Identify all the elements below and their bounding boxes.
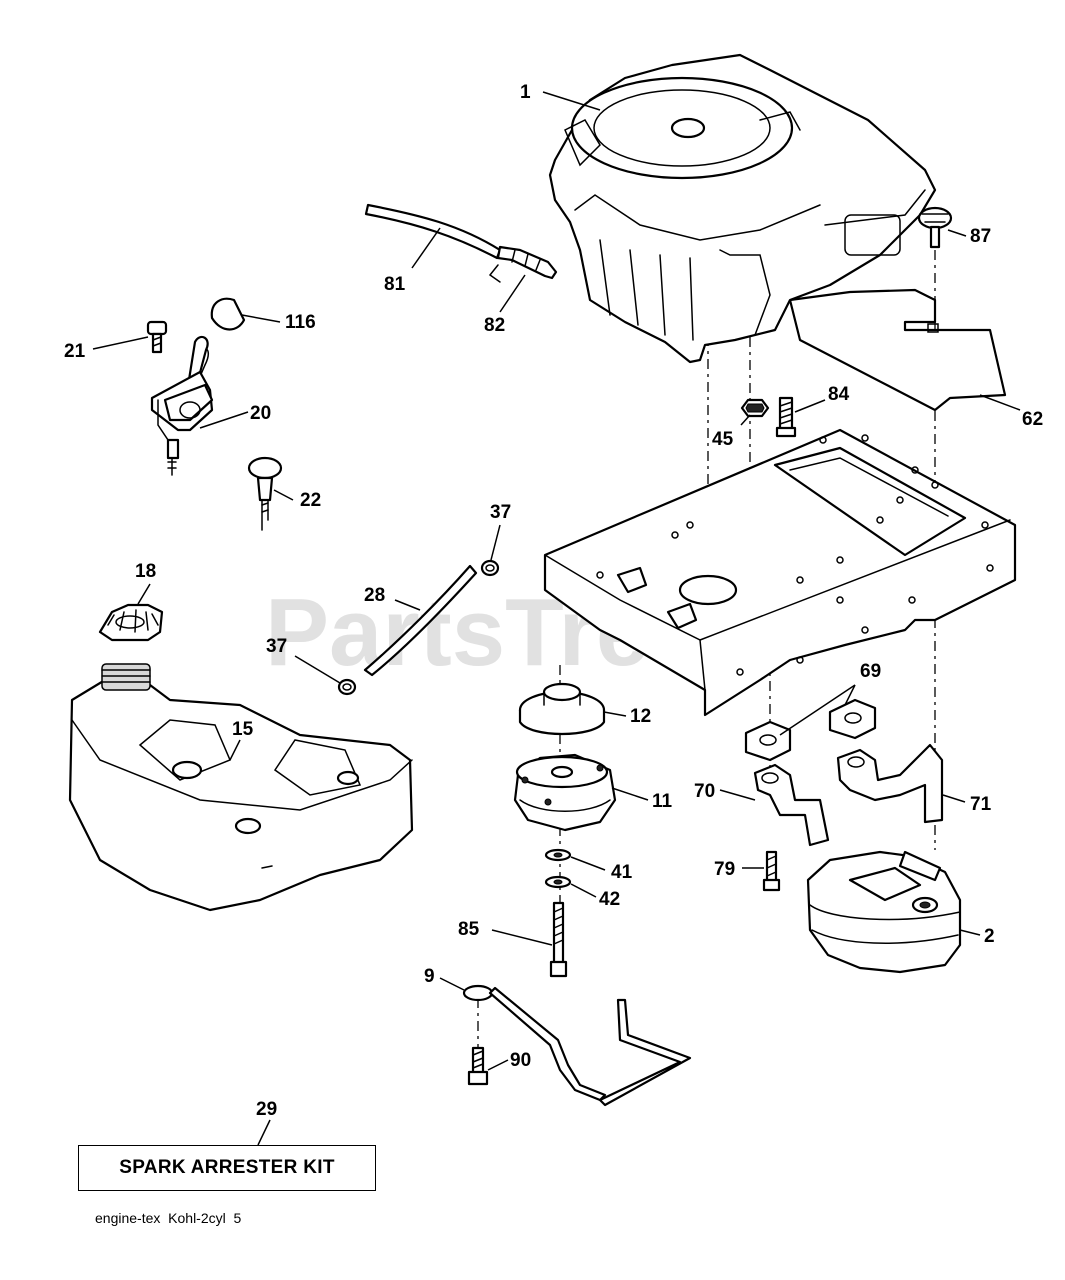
callout-1: 1 <box>520 82 531 103</box>
callout-81: 81 <box>384 274 406 295</box>
part-knob-116 <box>210 297 246 331</box>
part-electric-clutch <box>513 753 617 832</box>
part-fuel-filter <box>488 245 558 283</box>
part-pulley <box>518 682 606 736</box>
part-throttle-control <box>150 335 214 476</box>
callout-20: 20 <box>250 403 271 424</box>
part-hose-clamp-upper <box>480 559 500 577</box>
part-knob-bolt <box>917 206 953 249</box>
callout-41: 41 <box>611 862 633 883</box>
part-hose-clamp-lower <box>337 678 357 696</box>
callout-42: 42 <box>599 889 620 910</box>
part-nut <box>740 398 770 418</box>
part-washer-41 <box>544 848 572 862</box>
spark-arrester-kit-label: SPARK ARRESTER KIT <box>119 1157 335 1178</box>
part-exhaust-pipe-71 <box>836 743 944 824</box>
callout-116: 116 <box>285 312 316 333</box>
part-fuel-cap <box>98 603 164 642</box>
callout-82: 82 <box>484 315 505 336</box>
callout-71: 71 <box>970 794 992 815</box>
part-chassis-frame <box>543 428 1017 717</box>
callout-37-upper: 37 <box>490 502 511 523</box>
spark-arrester-kit-box: SPARK ARRESTER KIT <box>78 1145 376 1191</box>
part-exhaust-pipe-70 <box>753 763 830 847</box>
callout-37-lower: 37 <box>266 636 287 657</box>
callout-84: 84 <box>828 384 850 405</box>
callout-15: 15 <box>232 719 254 740</box>
part-fuel-tank <box>68 663 414 912</box>
callout-79: 79 <box>714 859 735 880</box>
part-fuel-line <box>363 564 478 677</box>
callout-90: 90 <box>510 1050 531 1071</box>
callout-45: 45 <box>712 429 734 450</box>
part-washer-42 <box>544 875 572 889</box>
callout-62: 62 <box>1022 409 1043 430</box>
part-heat-shield <box>788 288 1007 412</box>
diagram-code: engine-tex Kohl-2cyl 5 <box>95 1210 242 1226</box>
part-bracket-rod <box>462 984 692 1107</box>
callout-22: 22 <box>300 490 321 511</box>
part-engine <box>548 53 937 364</box>
part-gaskets <box>744 698 877 762</box>
part-choke-knob <box>247 456 283 531</box>
callout-29: 29 <box>256 1099 277 1120</box>
part-fuel-hose <box>364 203 502 260</box>
callout-12: 12 <box>630 706 651 727</box>
callout-70: 70 <box>694 781 715 802</box>
part-screw-21 <box>146 320 168 354</box>
part-long-bolt <box>549 901 568 978</box>
callout-11: 11 <box>652 791 673 812</box>
part-muffler <box>806 850 962 974</box>
callout-69: 69 <box>860 661 881 682</box>
callout-9: 9 <box>424 966 435 987</box>
part-bolt-84 <box>775 396 797 438</box>
callout-numbers: 1 2 9 11 12 15 18 20 21 22 28 29 37 37 4… <box>64 82 1043 1120</box>
callout-2: 2 <box>984 926 995 947</box>
leader-lines <box>92 91 1021 1146</box>
callout-18: 18 <box>135 561 156 582</box>
callout-87: 87 <box>970 226 991 247</box>
callout-85: 85 <box>458 919 480 940</box>
part-bolt-79 <box>762 850 781 892</box>
callout-28: 28 <box>364 585 385 606</box>
callout-21: 21 <box>64 341 86 362</box>
part-bolt-90 <box>467 1046 489 1086</box>
